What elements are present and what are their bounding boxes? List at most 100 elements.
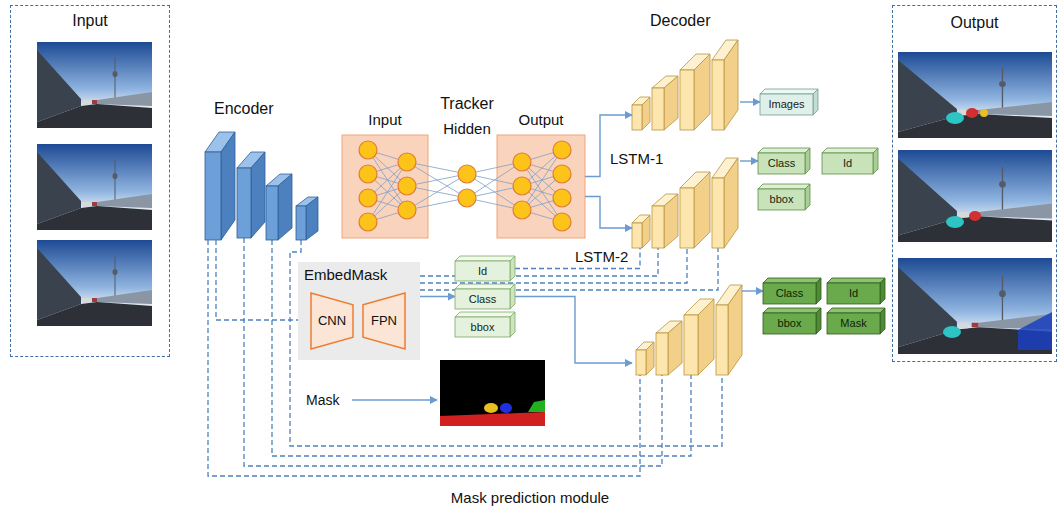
node-label: Id bbox=[478, 265, 487, 278]
node-label: LSTM-2 bbox=[575, 248, 628, 265]
block-front bbox=[684, 315, 698, 375]
block-side bbox=[664, 76, 678, 130]
block-side bbox=[646, 342, 654, 375]
trapezoid bbox=[311, 293, 353, 349]
box-side bbox=[816, 308, 821, 334]
node-label: CNN bbox=[318, 314, 346, 329]
box-side bbox=[805, 184, 810, 210]
box-side bbox=[510, 284, 515, 309]
box-front bbox=[760, 94, 813, 115]
dashed-line bbox=[290, 240, 722, 446]
box-front bbox=[455, 317, 510, 337]
arrow-connector bbox=[515, 297, 632, 364]
network-stage: CNN bbox=[310, 292, 354, 350]
box-top bbox=[827, 278, 885, 283]
neuron bbox=[553, 213, 571, 231]
output-image bbox=[898, 52, 1052, 138]
dashed-line bbox=[244, 238, 662, 466]
block-side bbox=[278, 174, 292, 240]
box-side bbox=[510, 312, 515, 337]
arrow-connector bbox=[742, 290, 763, 291]
arrow-connector bbox=[585, 197, 632, 229]
box-top bbox=[455, 284, 515, 289]
node-label: Input bbox=[368, 111, 401, 128]
free-label: Hidden bbox=[443, 120, 491, 137]
node-label: Class bbox=[469, 293, 497, 306]
neuron bbox=[458, 165, 476, 183]
node-label: Decoder bbox=[650, 12, 710, 30]
box-top bbox=[763, 308, 821, 313]
node-label: Id bbox=[843, 157, 852, 170]
block-front bbox=[652, 88, 664, 130]
neuron bbox=[458, 189, 476, 207]
node-label: Output bbox=[950, 14, 998, 32]
input-image bbox=[37, 144, 152, 230]
box-top bbox=[822, 148, 878, 153]
dashed-connector bbox=[515, 248, 640, 269]
output-box: bbox bbox=[763, 308, 821, 334]
arrow-connector bbox=[740, 101, 760, 102]
dashed-connector bbox=[208, 240, 640, 476]
node-label: LSTM-1 bbox=[610, 150, 663, 167]
region-overlay bbox=[1018, 312, 1052, 350]
car-overlay bbox=[966, 108, 978, 118]
network-block: Output bbox=[497, 135, 585, 238]
box-front bbox=[763, 313, 816, 334]
box-front bbox=[455, 289, 510, 309]
block-side bbox=[642, 215, 650, 248]
box-top bbox=[758, 184, 810, 189]
node-label: bbox bbox=[471, 321, 495, 334]
decoder-blocks bbox=[632, 40, 738, 130]
node-label: Input bbox=[72, 12, 108, 30]
car-overlay bbox=[943, 326, 961, 338]
block-front bbox=[680, 188, 694, 248]
neuron bbox=[398, 201, 416, 219]
node-label: Class bbox=[768, 157, 796, 170]
dashed-connector bbox=[216, 240, 298, 320]
block-side bbox=[694, 172, 710, 248]
tracker-panel bbox=[497, 135, 585, 238]
output-box: Mask bbox=[827, 308, 885, 334]
neuron bbox=[359, 141, 377, 159]
network-link bbox=[407, 162, 467, 198]
box-top bbox=[758, 148, 810, 153]
node-label: EmbedMask bbox=[304, 266, 387, 283]
node-label: Mask bbox=[840, 317, 866, 330]
block-front bbox=[636, 350, 646, 375]
skip-connections bbox=[244, 238, 722, 466]
block-side bbox=[724, 158, 738, 248]
box-top bbox=[763, 278, 821, 283]
box-front bbox=[822, 153, 873, 174]
box-front bbox=[827, 283, 880, 304]
output-box: Id bbox=[827, 278, 885, 304]
block-front bbox=[296, 206, 306, 240]
block-front bbox=[716, 305, 728, 375]
box-side bbox=[510, 256, 515, 281]
arrow-connector bbox=[740, 160, 758, 161]
box-side bbox=[880, 278, 885, 304]
block-front bbox=[652, 206, 664, 248]
box-side bbox=[880, 308, 885, 334]
output-image bbox=[898, 258, 1052, 354]
neuron bbox=[513, 177, 531, 195]
network-block: Encoder bbox=[200, 126, 325, 240]
arrow-connector bbox=[585, 115, 632, 177]
block-front bbox=[712, 178, 724, 248]
network-link bbox=[407, 174, 467, 210]
box-side bbox=[873, 148, 878, 174]
block-side bbox=[698, 299, 714, 375]
dashed-line bbox=[272, 240, 691, 456]
lstm-blocks bbox=[632, 158, 738, 248]
neuron bbox=[513, 153, 531, 171]
box-side bbox=[816, 278, 821, 304]
caption: Mask prediction module bbox=[451, 489, 609, 506]
neuron bbox=[359, 165, 377, 183]
block-front bbox=[632, 105, 642, 130]
output-box: Id bbox=[455, 256, 515, 281]
image-panel: Input bbox=[10, 5, 170, 357]
output-box: Images bbox=[760, 89, 818, 115]
box-front bbox=[758, 153, 805, 174]
output-box: Class bbox=[763, 278, 821, 304]
